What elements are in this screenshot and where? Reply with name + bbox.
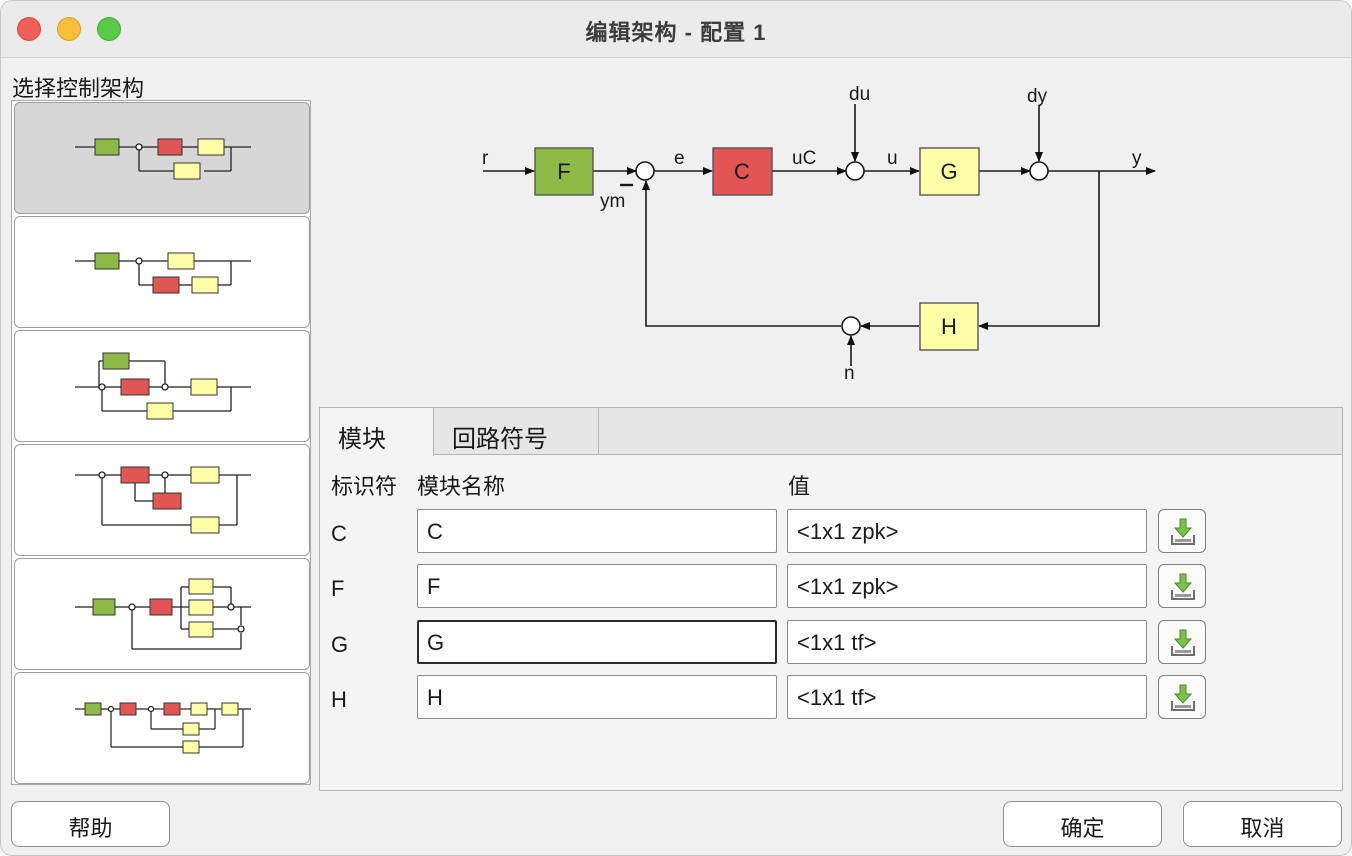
tab-strip: 模块 回路符号 xyxy=(320,408,1342,456)
import-arrow-icon xyxy=(1171,573,1195,600)
architecture-option-1[interactable] xyxy=(14,102,310,214)
architecture-option-4[interactable] xyxy=(14,444,310,556)
architecture-option-2[interactable] xyxy=(14,216,310,328)
block-g-value-input[interactable]: <1x1 tf> xyxy=(787,620,1147,664)
sum-junction-y xyxy=(1029,161,1049,181)
close-window-button[interactable] xyxy=(17,17,41,41)
architecture-list-label: 选择控制架构 xyxy=(12,76,145,101)
block-h-import-button[interactable] xyxy=(1158,675,1206,719)
block-c xyxy=(712,147,773,196)
architecture-4-thumbnail xyxy=(75,466,251,534)
feedback-to-h-line xyxy=(978,171,1100,330)
block-h-name-input[interactable]: H xyxy=(417,675,777,719)
help-button[interactable]: 帮助 xyxy=(11,801,170,847)
sum-junction-e xyxy=(635,161,655,181)
block-g-name-input[interactable]: G xyxy=(417,620,777,664)
architecture-option-6[interactable] xyxy=(14,672,310,784)
header-value: 值 xyxy=(788,474,811,499)
window-title: 编辑架构 - 配置 1 xyxy=(585,20,767,45)
tab-loop-signals[interactable]: 回路符号 xyxy=(434,408,599,455)
block-g xyxy=(919,147,980,196)
title-bar: 编辑架构 - 配置 1 xyxy=(1,1,1351,58)
import-arrow-icon xyxy=(1171,518,1195,545)
signal-dy-label: dy xyxy=(1027,86,1048,107)
architecture-option-5[interactable] xyxy=(14,558,310,670)
signal-y-label: y xyxy=(1132,148,1142,169)
import-arrow-icon xyxy=(1171,684,1195,711)
architecture-6-thumbnail xyxy=(75,702,251,754)
row-f-identifier: F xyxy=(331,576,345,601)
architecture-2-thumbnail xyxy=(75,252,251,294)
block-g-import-button[interactable] xyxy=(1158,620,1206,664)
architecture-option-3[interactable] xyxy=(14,330,310,442)
header-block-name: 模块名称 xyxy=(417,474,506,499)
architecture-list[interactable] xyxy=(11,100,311,785)
block-c-import-button[interactable] xyxy=(1158,509,1206,553)
row-h-identifier: H xyxy=(331,687,347,712)
sum-junction-n xyxy=(841,316,861,336)
block-c-label: C xyxy=(734,159,750,184)
block-c-name-input[interactable]: C xyxy=(417,509,777,553)
row-g-identifier: G xyxy=(331,632,349,657)
block-f-value-input[interactable]: <1x1 zpk> xyxy=(787,564,1147,608)
block-f-label: F xyxy=(557,159,570,184)
architecture-5-thumbnail xyxy=(75,578,251,650)
ok-button[interactable]: 确定 xyxy=(1003,801,1162,847)
control-architecture-diagram: F C G H r e uC du u dy y ym n xyxy=(482,84,1156,384)
cancel-button[interactable]: 取消 xyxy=(1183,801,1342,847)
signal-uc-label: uC xyxy=(792,148,816,169)
tab-blocks[interactable]: 模块 xyxy=(320,408,434,456)
signal-du-label: du xyxy=(849,84,870,105)
signal-ym-label: ym xyxy=(600,191,625,212)
block-f xyxy=(534,147,594,196)
row-c-identifier: C xyxy=(331,521,347,546)
signal-ym-line xyxy=(642,180,841,327)
maximize-window-button[interactable] xyxy=(97,17,121,41)
block-f-name-input[interactable]: F xyxy=(417,564,777,608)
block-g-label: G xyxy=(940,159,957,184)
architecture-1-thumbnail xyxy=(75,138,251,180)
import-arrow-icon xyxy=(1171,629,1195,656)
header-identifier: 标识符 xyxy=(331,474,398,499)
signal-e-label: e xyxy=(674,148,685,169)
block-f-import-button[interactable] xyxy=(1158,564,1206,608)
architecture-3-thumbnail xyxy=(75,352,251,420)
signal-r-label: r xyxy=(482,148,489,169)
sum-junction-u xyxy=(845,161,865,181)
block-h-label: H xyxy=(941,314,957,339)
block-h-value-input[interactable]: <1x1 tf> xyxy=(787,675,1147,719)
minimize-window-button[interactable] xyxy=(57,17,81,41)
signal-n-label: n xyxy=(844,363,855,384)
signal-u-label: u xyxy=(887,148,898,169)
block-h xyxy=(919,302,979,351)
block-c-value-input[interactable]: <1x1 zpk> xyxy=(787,509,1147,553)
